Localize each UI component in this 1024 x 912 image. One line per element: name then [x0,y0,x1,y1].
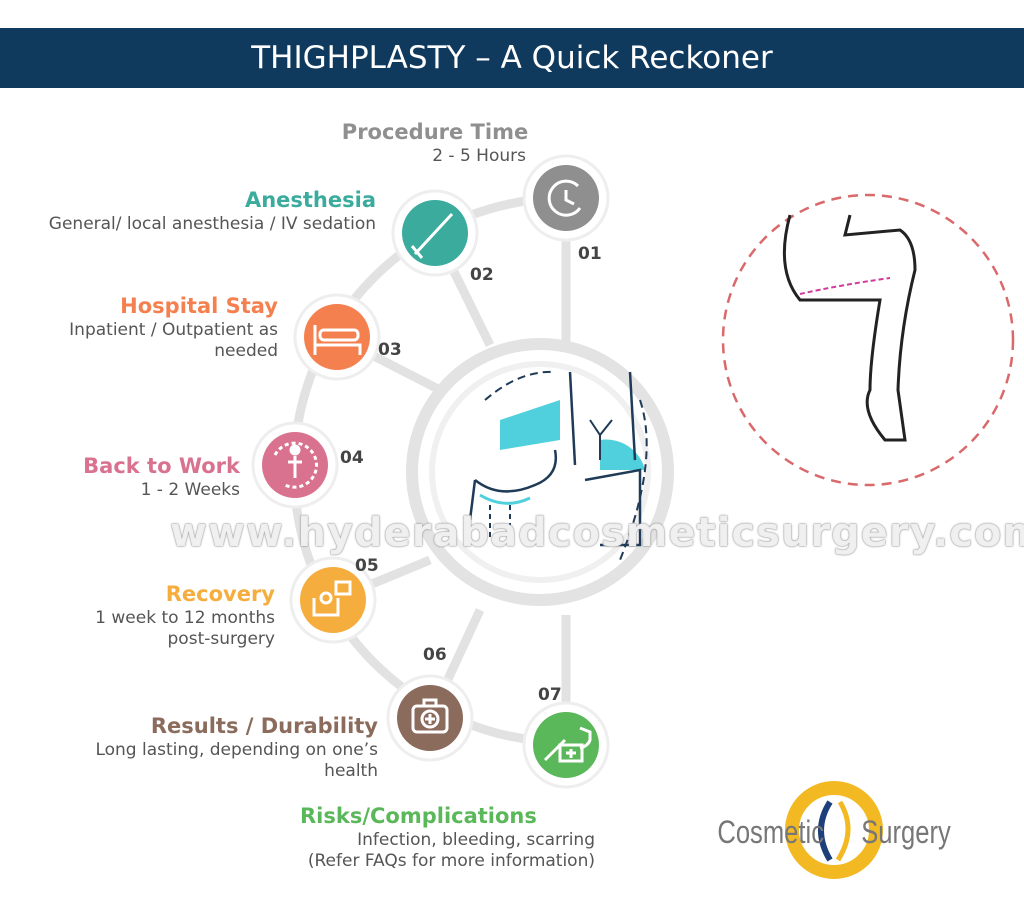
step-number: 05 [355,556,379,576]
step-circle-06 [386,674,474,762]
step-desc: 2 - 5 Hours [432,146,526,166]
step-title: Hospital Stay [120,294,278,318]
step-title: Recovery [165,582,275,606]
step-desc: Inpatient / Outpatient as needed [69,320,278,361]
watermark: www.hyderabadcosmeticsurgery.com [170,510,1024,556]
logo-text-right: Surgery [861,814,951,850]
step-desc: General/ local anesthesia / IV sedation [48,214,376,234]
leg-illustration-icon [782,214,917,442]
step-circle-07 [522,701,610,789]
step-title: Anesthesia [244,188,376,212]
shield-syringe-icon [543,726,592,763]
recovery-calendar-icon [312,580,352,617]
step-desc: 1 - 2 Weeks [140,480,240,500]
person-return-icon [273,441,318,489]
step-number: 06 [423,645,447,665]
syringe-icon [410,212,454,259]
step-circle-02 [391,189,479,277]
logo: Cosmetic Surgery [712,780,952,880]
step-number: 01 [578,244,602,264]
medical-kit-icon [411,698,449,734]
step-desc-2: (Refer FAQs for more information) [307,851,595,871]
step-circle-01 [522,154,610,242]
step-number: 02 [470,265,494,285]
step-circle-03 [293,293,381,381]
step-desc: 1 week to 12 months [95,608,275,628]
thigh-illustration-icon [468,370,648,561]
step-03-label: Hospital Stay Inpatient / Outpatient as … [10,292,278,362]
step-desc: Long lasting, depending on one’s health [95,740,378,781]
hospital-bed-icon [313,325,362,355]
step-circle-04 [251,421,339,509]
step-number: 04 [340,448,364,468]
page-title: THIGHPLASTY – A Quick Reckoner [0,28,1024,88]
step-06-label: Results / Durability Long lasting, depen… [40,712,378,782]
step-title: Risks/Complications [300,804,537,828]
step-title: Results / Durability [150,714,378,738]
step-desc: Infection, bleeding, scarring [357,830,595,850]
step-05-label: Recovery 1 week to 12 months post-surger… [60,580,275,650]
step-07-label: Risks/Complications Infection, bleeding,… [300,802,595,872]
step-number: 03 [378,340,402,360]
step-desc-2: post-surgery [167,629,275,649]
step-number: 07 [538,685,562,705]
step-title: Procedure Time [341,120,529,144]
step-title: Back to Work [83,454,240,478]
leg-highlight-circle [721,193,1015,487]
logo-emblem-icon [785,781,883,879]
logo-text-left: Cosmetic [717,814,825,850]
step-02-label: Anesthesia General/ local anesthesia / I… [40,186,376,235]
step-04-label: Back to Work 1 - 2 Weeks [40,452,240,501]
clock-icon [547,179,582,217]
step-circle-05 [289,556,377,644]
step-01-label: Procedure Time 2 - 5 Hours [330,118,540,167]
